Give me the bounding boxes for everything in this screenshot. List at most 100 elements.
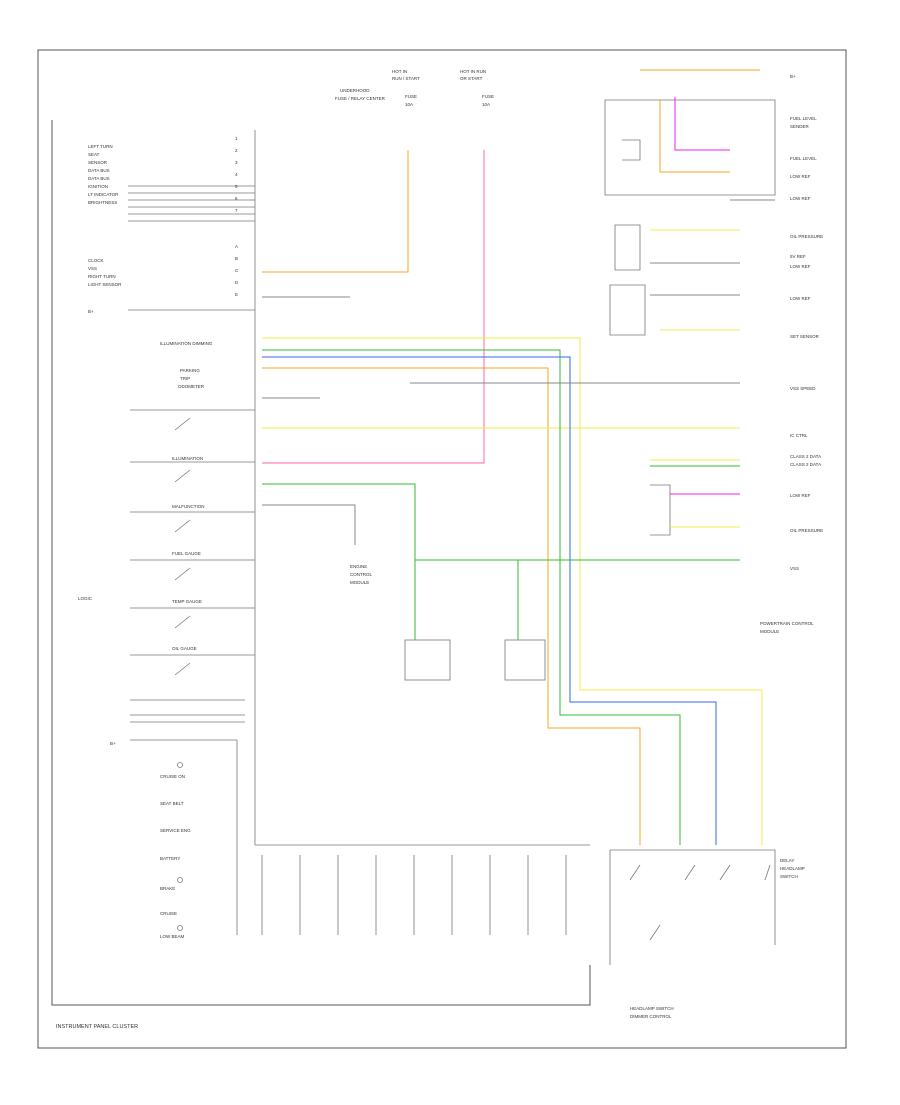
svg-text:DATA BUS: DATA BUS (88, 168, 110, 173)
footer-title: INSTRUMENT PANEL CLUSTER (56, 1024, 138, 1030)
svg-text:DATA BUS: DATA BUS (88, 176, 110, 181)
svg-text:HOT IN: HOT IN (392, 69, 407, 74)
cluster-switch-labels: ILLUMINATION DIMMING PARKING TRIP ODOMET… (160, 341, 213, 651)
svg-text:10A: 10A (482, 102, 490, 107)
left-input-labels: LEFT TURN SEAT SENSOR DATA BUS DATA BUS … (78, 144, 122, 746)
page-frame (37, 49, 847, 1049)
headlamp-switch: DELAY HEADLAMP SWITCH HEADLAMP SWITCH DI… (609, 849, 805, 1019)
svg-text:LOW BEAM: LOW BEAM (160, 934, 185, 939)
svg-text:OIL PRESSURE: OIL PRESSURE (790, 528, 823, 533)
cluster-switches (130, 409, 255, 723)
wire-orange-fuel (659, 100, 730, 173)
middle-modules: ENGINE CONTROL MODULE (350, 564, 546, 681)
cluster-outline (51, 120, 591, 1006)
svg-text:LEFT TURN: LEFT TURN (88, 144, 113, 149)
svg-text:CONTROL: CONTROL (350, 572, 372, 577)
wire-blue (262, 356, 717, 845)
svg-text:UNDERHOOD: UNDERHOOD (340, 88, 370, 93)
svg-text:POWERTRAIN CONTROL: POWERTRAIN CONTROL (760, 621, 814, 626)
fuse-blocks: HOT IN RUN / START HOT IN RUN OR START U… (335, 69, 494, 107)
svg-text:SEAT: SEAT (88, 152, 100, 157)
svg-text:VSS SPEED: VSS SPEED (790, 386, 816, 391)
wire-pink (262, 150, 485, 464)
wire-green-3 (414, 465, 740, 640)
svg-text:B: B (235, 256, 238, 261)
svg-text:IC CTRL: IC CTRL (790, 433, 808, 438)
svg-text:BRIGHTNESS: BRIGHTNESS (88, 200, 117, 205)
svg-text:DELAY: DELAY (780, 858, 794, 863)
svg-text:FUSE / RELAY CENTER: FUSE / RELAY CENTER (335, 96, 386, 101)
svg-text:RIGHT TURN: RIGHT TURN (88, 274, 116, 279)
svg-text:VSS: VSS (790, 566, 799, 571)
svg-text:LOW REF: LOW REF (790, 493, 811, 498)
svg-text:RUN / START: RUN / START (392, 76, 420, 81)
indicator-lamps (177, 762, 183, 931)
svg-text:FUEL GAUGE: FUEL GAUGE (172, 551, 201, 556)
svg-text:SENSOR: SENSOR (88, 160, 108, 165)
svg-text:BATTERY: BATTERY (160, 856, 180, 861)
svg-text:1: 1 (235, 136, 238, 141)
svg-text:TEMP GAUGE: TEMP GAUGE (172, 599, 202, 604)
right-sensor-groups: OIL PRESSURE 5V REF LOW REF LOW REF SET … (609, 224, 823, 634)
svg-text:2: 2 (235, 148, 238, 153)
svg-text:SEAT BELT: SEAT BELT (160, 801, 184, 806)
svg-text:LOW REF: LOW REF (790, 174, 811, 179)
svg-text:SENDER: SENDER (790, 124, 810, 129)
left-input-lines (128, 185, 255, 311)
svg-text:LOW REF: LOW REF (790, 196, 811, 201)
svg-text:SWITCH: SWITCH (780, 874, 798, 879)
wire-green-2 (262, 483, 740, 561)
svg-text:6: 6 (235, 196, 238, 201)
svg-text:VSS: VSS (88, 266, 97, 271)
svg-text:PARKING: PARKING (180, 368, 200, 373)
svg-text:10A: 10A (405, 102, 413, 107)
svg-text:7: 7 (235, 208, 238, 213)
svg-text:FUEL LEVEL: FUEL LEVEL (790, 156, 817, 161)
svg-text:FUSE: FUSE (482, 94, 494, 99)
svg-text:MODULE: MODULE (760, 629, 779, 634)
fuel-sender-group: B+ FUEL LEVEL SENDER FUEL LEVEL LOW REF … (604, 74, 817, 201)
wire-orange (262, 150, 641, 845)
svg-text:CRUISE ON: CRUISE ON (160, 774, 185, 779)
wire-yellow-3 (650, 229, 740, 528)
svg-text:E: E (235, 292, 238, 297)
svg-text:SET SENSOR: SET SENSOR (790, 334, 820, 339)
svg-text:C: C (235, 268, 239, 273)
svg-text:FUSE: FUSE (405, 94, 417, 99)
svg-text:LOGIC: LOGIC (78, 596, 93, 601)
svg-text:B+: B+ (790, 74, 796, 79)
svg-text:OIL GAUGE: OIL GAUGE (172, 646, 197, 651)
svg-text:BRAKE: BRAKE (160, 886, 175, 891)
svg-text:LOW REF: LOW REF (790, 264, 811, 269)
pin-labels: 1 2 3 4 5 6 7 A B C D E (235, 136, 239, 297)
svg-text:ILLUMINATION DIMMING: ILLUMINATION DIMMING (160, 341, 213, 346)
svg-text:CLASS 2 DATA: CLASS 2 DATA (790, 454, 821, 459)
svg-text:MALFUNCTION: MALFUNCTION (172, 504, 205, 509)
svg-text:5: 5 (235, 184, 238, 189)
svg-text:IGNITION: IGNITION (88, 184, 108, 189)
svg-text:D: D (235, 280, 239, 285)
svg-text:5V REF: 5V REF (790, 254, 806, 259)
bottom-indicators (261, 855, 567, 935)
svg-text:B+: B+ (110, 741, 116, 746)
svg-text:OIL PRESSURE: OIL PRESSURE (790, 234, 823, 239)
svg-text:DIMMER CONTROL: DIMMER CONTROL (630, 1014, 672, 1019)
svg-text:LOW REF: LOW REF (790, 296, 811, 301)
wire-magenta (674, 97, 730, 151)
svg-text:3: 3 (235, 160, 238, 165)
svg-text:FUEL LEVEL: FUEL LEVEL (790, 116, 817, 121)
svg-text:CLASS 2 DATA: CLASS 2 DATA (790, 462, 821, 467)
svg-text:CRUISE: CRUISE (160, 911, 177, 916)
svg-text:4: 4 (235, 172, 238, 177)
svg-text:MODULE: MODULE (350, 580, 369, 585)
svg-text:A: A (235, 244, 238, 249)
svg-text:TRIP: TRIP (180, 376, 190, 381)
svg-text:HOT IN RUN: HOT IN RUN (460, 69, 486, 74)
indicator-labels: CRUISE ON SEAT BELT SERVICE ENG BATTERY … (160, 774, 191, 939)
svg-text:B+: B+ (88, 309, 94, 314)
svg-text:OR START: OR START (460, 76, 483, 81)
wire-gray (262, 199, 775, 545)
svg-text:SERVICE ENG: SERVICE ENG (160, 828, 191, 833)
